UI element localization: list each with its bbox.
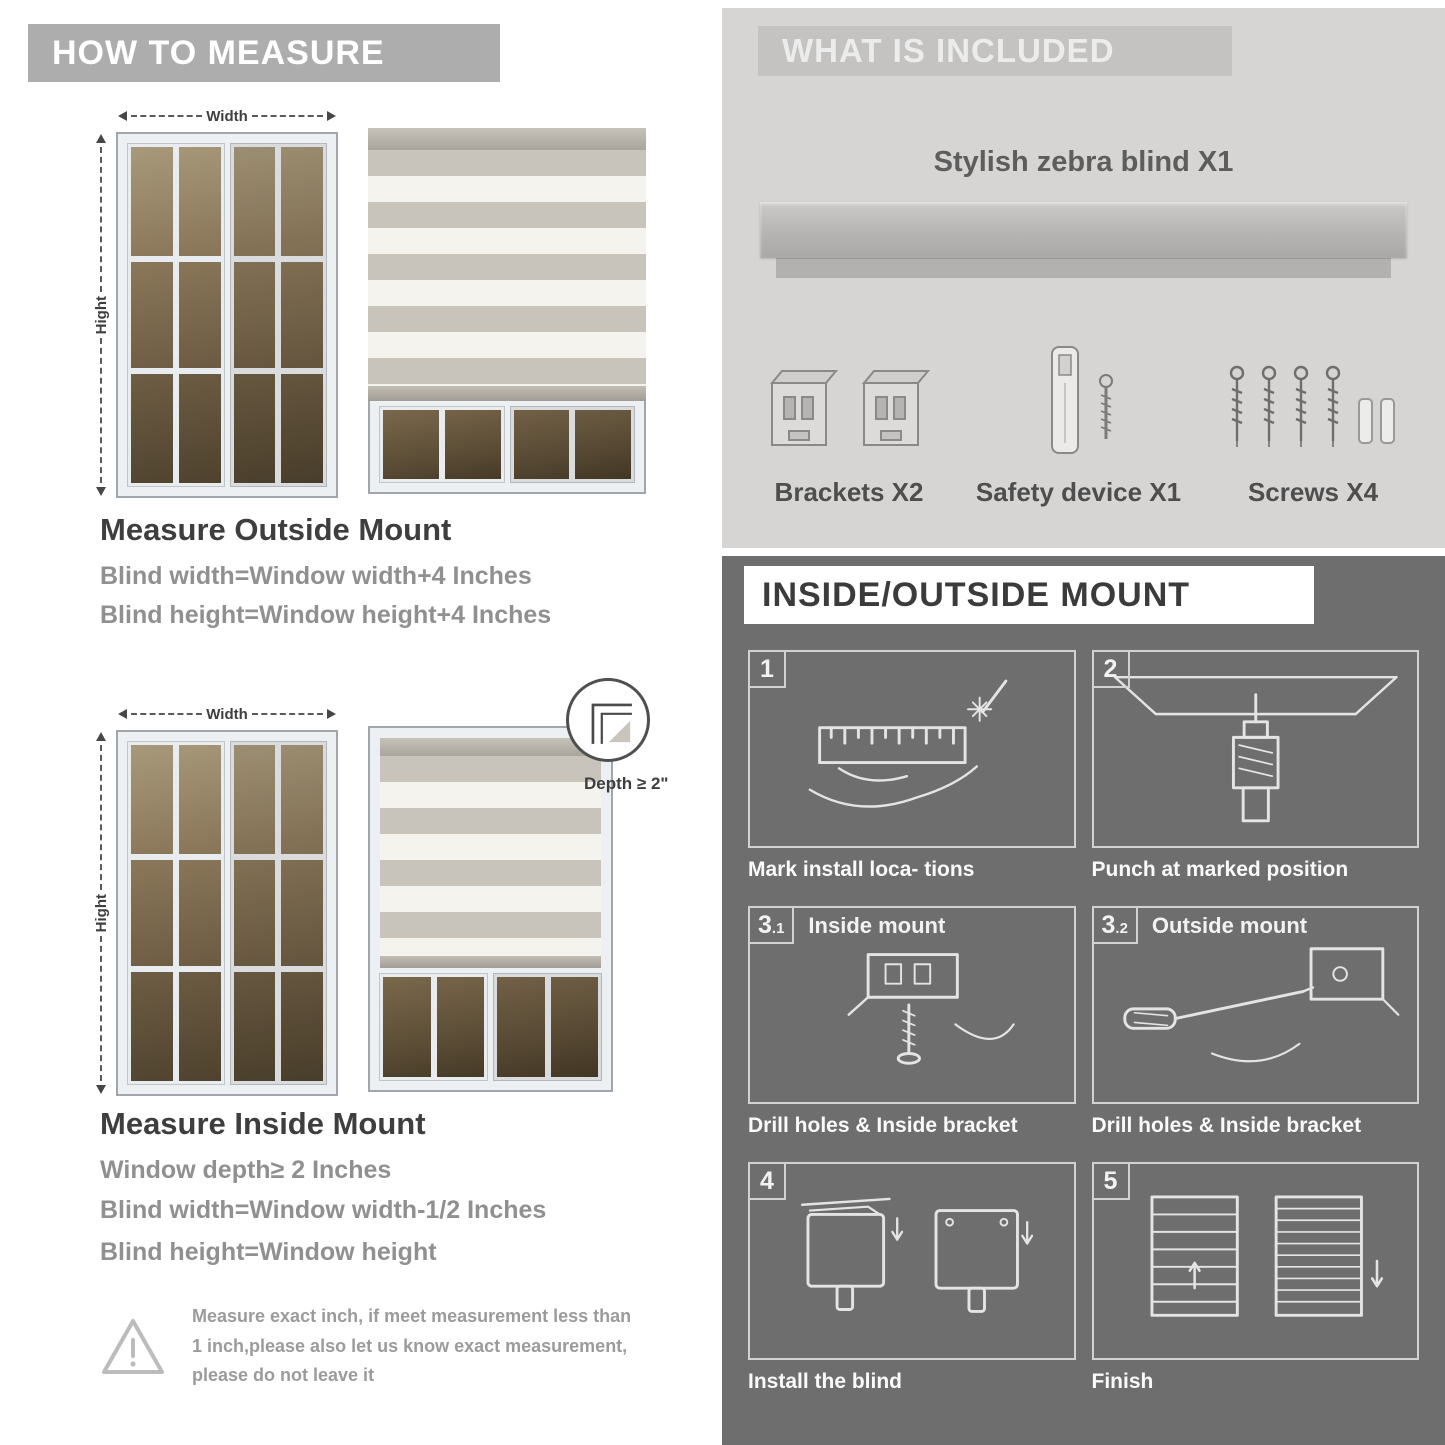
window-below-blind (368, 401, 646, 494)
included-items-row: Brackets X2 Safety device X1 (764, 326, 1403, 508)
outside-mount-title: Measure Outside Mount (100, 512, 452, 547)
blind-cassette (368, 128, 646, 150)
mark-location-art (808, 679, 1008, 808)
outside-mount-illustration: Width Hight (86, 100, 646, 498)
included-item-brackets: Brackets X2 (764, 326, 934, 508)
step-number: 3.1 (750, 908, 795, 944)
step-1-caption: Mark install loca- tions (748, 858, 975, 881)
step-5: 5 Finish (1091, 1162, 1419, 1394)
window-illustration (116, 132, 338, 498)
measurement-warning: Measure exact inch, if meet measurement … (100, 1302, 648, 1391)
inside-bracket-art (847, 953, 1015, 1065)
warning-text: Measure exact inch, if meet measurement … (192, 1306, 632, 1386)
width-label: Width (206, 705, 248, 723)
outside-height-formula: Blind height=Window height+4 Inches (100, 601, 552, 629)
blind-stripes (368, 150, 646, 386)
step-number: 3.2 (1093, 908, 1138, 944)
how-to-measure-banner: HOW TO MEASURE (28, 24, 500, 82)
finish-blinds-art (1150, 1195, 1383, 1317)
step-5-caption: Finish (1091, 1370, 1154, 1393)
step-number: 1 (750, 652, 786, 688)
blind-bottom-rail (368, 386, 646, 401)
product-name: Stylish zebra blind X1 (933, 146, 1234, 178)
screws-icon (1229, 365, 1395, 447)
brackets-label: Brackets X2 (774, 477, 924, 507)
step-3-1-label: Inside mount (808, 913, 946, 938)
inside-mount-illustration: Width Hight (86, 698, 613, 1096)
width-arrow: Width (116, 698, 338, 730)
inside-depth-formula: Window depth≥ 2 Inches (100, 1156, 392, 1184)
blind-bottom-rail (380, 956, 601, 968)
step-2-caption: Punch at marked position (1091, 858, 1349, 881)
step-number: 4 (750, 1164, 786, 1200)
drill-art (1113, 676, 1398, 823)
window-with-measurements: Width Hight (86, 698, 338, 1096)
height-label: Hight (92, 893, 110, 933)
window-sash (494, 974, 601, 1080)
depth-callout-circle (566, 678, 650, 762)
what-is-included-banner: WHAT IS INCLUDED (758, 26, 1232, 76)
step-number: 5 (1093, 1164, 1130, 1200)
step-3-1-caption: Drill holes & Inside bracket (748, 1114, 1018, 1137)
mount-steps-grid: 1 Mark install loca- tions (748, 650, 1419, 1394)
blind-headrail-lip (776, 258, 1391, 278)
height-label: Hight (92, 295, 110, 335)
mount-instructions-panel: INSIDE/OUTSIDE MOUNT 1 (722, 556, 1445, 1445)
zebra-blind-outside-mount (368, 128, 646, 494)
step-4-caption: Install the blind (748, 1370, 903, 1393)
step-3-1: 3.1 Inside mount Drill holes & In (748, 906, 1076, 1138)
inside-width-formula: Blind width=Window width-1/2 Inches (100, 1196, 547, 1224)
step-4: 4 Install the blind (748, 1162, 1076, 1394)
height-arrow: Hight (86, 730, 116, 1096)
arrow-down-icon (96, 487, 106, 497)
arrow-up-icon (96, 134, 106, 143)
warning-triangle-icon (102, 1318, 164, 1374)
window-sash (230, 144, 326, 486)
safety-device-icon (1051, 346, 1114, 454)
step-3-2-caption: Drill holes & Inside bracket (1091, 1114, 1362, 1137)
blind-headrail-illustration (760, 202, 1407, 258)
window-sash (510, 407, 634, 482)
depth-requirement-label: Depth ≥ 2" (584, 774, 669, 793)
width-arrow: Width (116, 100, 338, 132)
inside-mount-title: Measure Inside Mount (100, 1106, 426, 1141)
brackets-icon (769, 370, 931, 446)
window-sash (128, 742, 224, 1084)
arrow-up-icon (96, 732, 106, 741)
zebra-blind-inside-mount (368, 726, 613, 1092)
step-number: 2 (1093, 652, 1130, 688)
step-1: 1 Mark install loca- tions (748, 650, 1076, 882)
window-sash (380, 974, 487, 1080)
arrow-right-icon (327, 111, 337, 121)
width-label: Width (206, 107, 248, 125)
blind-cassette (380, 738, 601, 756)
step-3-2: 3.2 Outside mount Drill holes & I (1091, 906, 1419, 1138)
included-item-screws: Screws X4 (1223, 326, 1403, 508)
window-illustration (116, 730, 338, 1096)
height-arrow: Hight (86, 132, 116, 498)
arrow-left-icon (118, 709, 127, 719)
window-sash (230, 742, 326, 1084)
step-2: 2 Punch at marked position (1091, 650, 1419, 882)
install-blind-art (800, 1197, 1034, 1313)
screws-label: Screws X4 (1247, 477, 1379, 507)
inside-outside-mount-banner: INSIDE/OUTSIDE MOUNT (744, 566, 1314, 624)
step-3-2-label: Outside mount (1151, 913, 1308, 938)
blind-stripes (380, 756, 601, 956)
included-item-safety-device: Safety device X1 (976, 326, 1181, 508)
window-with-measurements: Width Hight (86, 100, 338, 498)
arrow-right-icon (327, 709, 337, 719)
safety-device-label: Safety device X1 (975, 477, 1182, 507)
outside-bracket-art (1122, 947, 1399, 1063)
outside-width-formula: Blind width=Window width+4 Inches (100, 562, 532, 590)
arrow-down-icon (96, 1085, 106, 1095)
window-sash (128, 144, 224, 486)
window-corner-icon (591, 703, 632, 744)
inside-height-formula: Blind height=Window height (100, 1238, 437, 1266)
arrow-left-icon (118, 111, 127, 121)
window-sash (380, 407, 504, 482)
what-is-included-panel: WHAT IS INCLUDED Stylish zebra blind X1 (722, 8, 1445, 548)
